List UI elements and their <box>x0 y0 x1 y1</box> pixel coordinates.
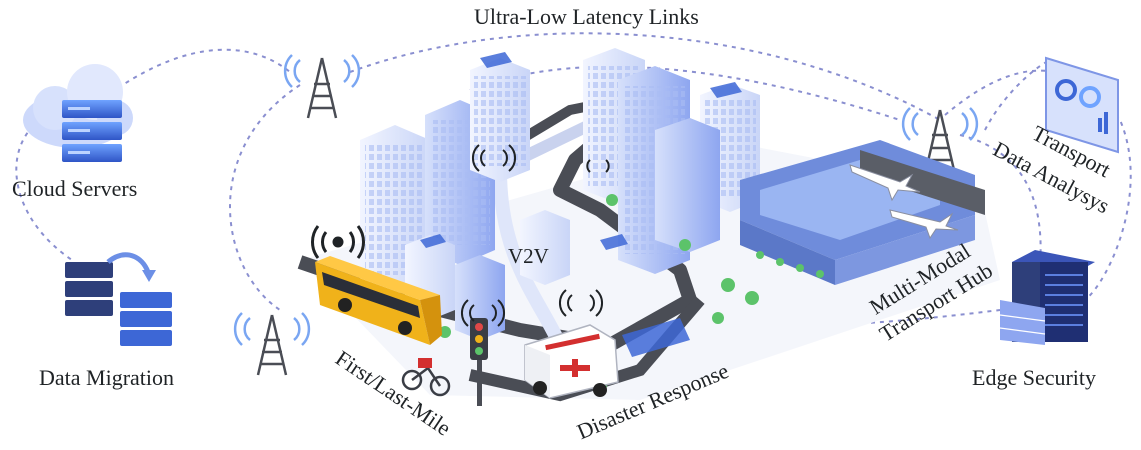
bus-icon <box>315 256 442 345</box>
traffic-light-icon <box>470 318 488 406</box>
wifi-signal-icon <box>311 225 365 259</box>
bike-icon <box>401 358 451 397</box>
ultra-low-latency-label: Ultra-Low Latency Links <box>474 4 699 29</box>
transport-analysis-icon <box>1045 56 1119 154</box>
link-cloud-to-migration <box>15 119 76 263</box>
link-cloud-to-tower <box>117 48 291 89</box>
v2v-label: V2V <box>508 244 549 268</box>
edge-security-label: Edge Security <box>972 365 1097 390</box>
trees <box>439 194 824 392</box>
data-migration-icon <box>65 252 172 346</box>
ambulance-icon <box>524 324 619 399</box>
tower-icon <box>233 312 311 376</box>
edge-security-icon <box>999 250 1095 345</box>
city-buildings <box>360 48 760 357</box>
cloud-server-icon <box>23 64 133 162</box>
link-right-loop <box>959 134 1042 266</box>
tower-icon <box>901 107 979 171</box>
transport-hub <box>740 140 985 285</box>
tower-icon <box>283 54 361 119</box>
cloud-servers-label: Cloud Servers <box>12 176 138 201</box>
link-analysis <box>984 59 1051 131</box>
wifi-signal-icon <box>461 144 610 327</box>
data-migration-label: Data Migration <box>39 365 175 390</box>
link-left-loop <box>229 84 301 311</box>
airplane-icon <box>849 164 959 240</box>
